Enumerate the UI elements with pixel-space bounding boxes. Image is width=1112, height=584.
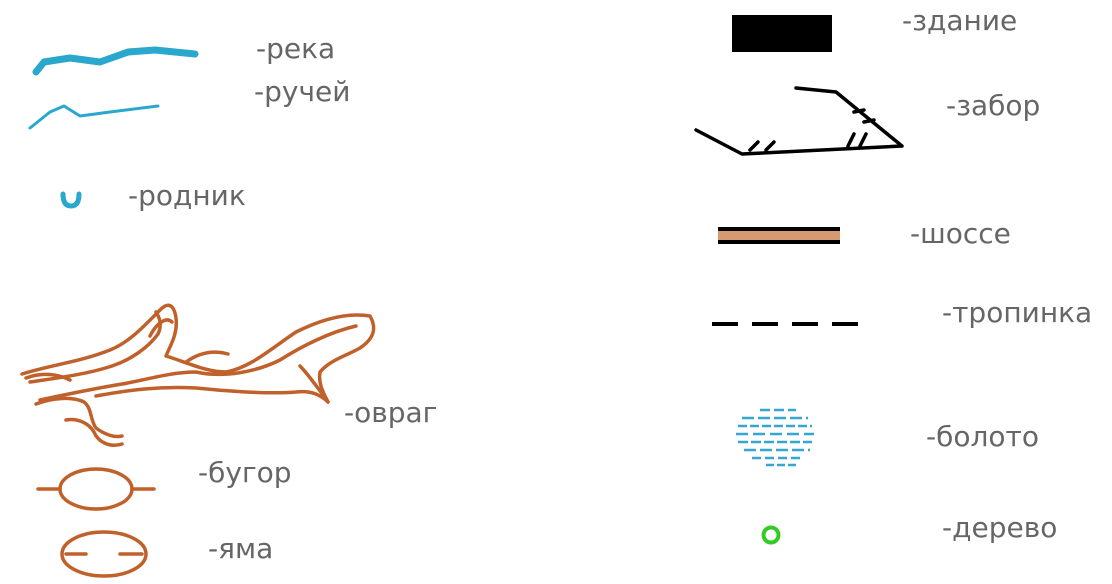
legend-item-highway: -шоссе [718, 217, 1011, 250]
highway-label: -шоссе [910, 217, 1011, 250]
pit-icon [60, 530, 148, 578]
ravine-label: -овраг [344, 396, 437, 429]
tree-label: -дерево [942, 511, 1057, 544]
legend-item-path: -тропинка [712, 296, 1092, 329]
spring-icon [60, 191, 82, 209]
river-label: -река [256, 32, 335, 65]
legend-item-swamp: -болото [736, 408, 1039, 467]
swamp-icon [736, 408, 814, 467]
mound-label: -бугор [198, 456, 292, 489]
legend-item-river: -река [32, 32, 335, 76]
mound-icon [36, 467, 156, 511]
spring-label: -родник [128, 179, 246, 212]
pit-label: -яма [208, 532, 273, 565]
legend-item-tree: -дерево [761, 511, 1057, 545]
swamp-label: -болото [926, 420, 1039, 453]
tree-icon [761, 525, 781, 545]
fence-label: -забор [946, 89, 1040, 122]
ravine-icon [20, 303, 376, 447]
legend-item-ravine: -овраг [20, 303, 437, 447]
legend-item-fence: -забор [694, 86, 1040, 156]
path-label: -тропинка [942, 296, 1092, 329]
legend-item-pit: -яма [60, 530, 273, 578]
stream-icon [28, 104, 160, 130]
building-icon [732, 15, 832, 52]
legend-item-spring: -родник [60, 179, 246, 212]
building-label: -здание [902, 4, 1017, 37]
legend-item-building: -здание [732, 4, 1017, 52]
stream-label: -ручей [254, 75, 350, 108]
legend-item-mound: -бугор [36, 456, 292, 511]
fence-icon [694, 86, 904, 156]
legend-item-stream: -ручей [28, 75, 350, 130]
river-icon [32, 46, 199, 76]
highway-icon [718, 227, 840, 244]
